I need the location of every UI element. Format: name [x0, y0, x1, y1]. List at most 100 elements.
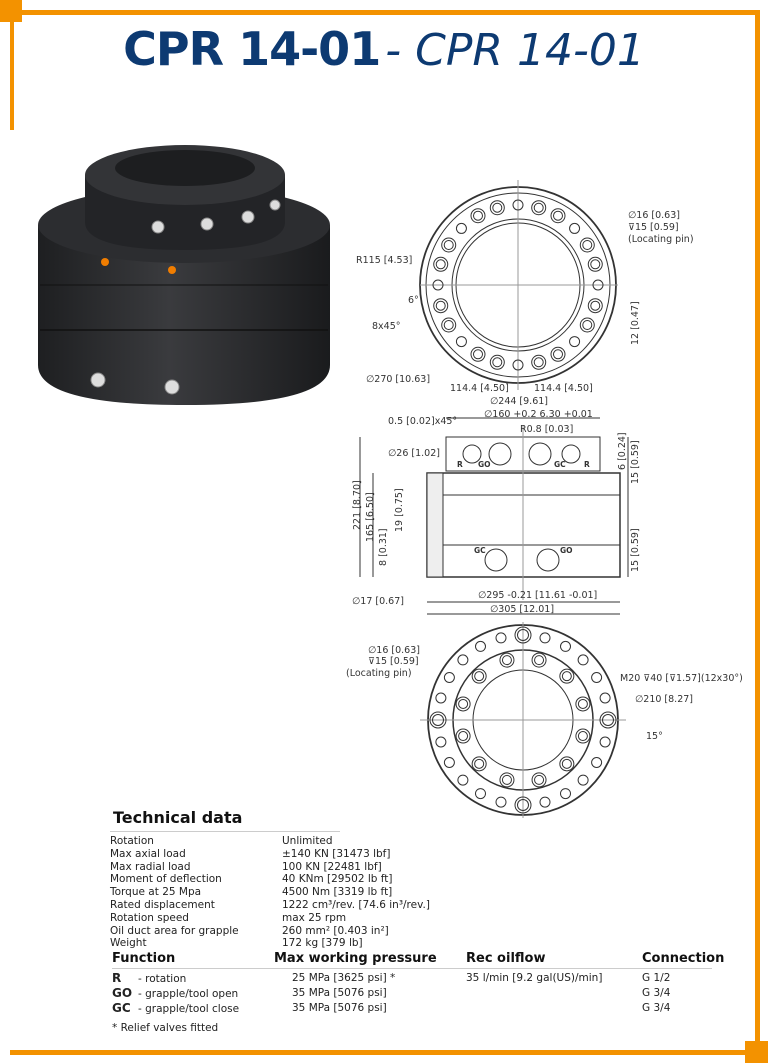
bolt-hole: [443, 757, 455, 768]
bolt-hole: [443, 672, 455, 683]
bolt-hole: [512, 199, 524, 211]
dim-label: ∅26 [1.02]: [388, 448, 440, 459]
dim-label: M20 ⊽40 [⊽1.57](12x30°): [620, 673, 743, 684]
dim-label: 19 [0.75]: [394, 488, 405, 532]
function-desc: - rotation: [138, 973, 187, 985]
bolt-hole: [495, 796, 507, 808]
threaded-hole: [471, 668, 487, 684]
spec-value: 100 KN [22481 lbf]: [282, 860, 382, 873]
spec-value: 260 mm² [0.403 in²]: [282, 924, 389, 937]
bolt-hole: [602, 714, 614, 726]
bottom-view-drawing: [420, 622, 626, 818]
column-header: Rec oilflow: [466, 951, 546, 966]
spec-label: Torque at 25 Mpa: [110, 886, 202, 899]
bolt-hole: [577, 774, 589, 786]
threaded-hole: [534, 774, 545, 785]
port-label: GO: [560, 546, 573, 555]
bolt-hole: [582, 320, 593, 330]
dim-label: ∅160 +0.2 6.30 +0.01: [484, 409, 593, 420]
bolt-hole: [495, 632, 507, 644]
bolt-hole: [550, 346, 566, 362]
port-label: GC: [554, 460, 566, 469]
pressure: 35 MPa [5076 psi]: [292, 1002, 387, 1014]
port-label: R: [584, 460, 590, 469]
spec-value: 4500 Nm [3319 lb ft]: [282, 886, 393, 899]
threaded-hole: [575, 728, 591, 744]
bolt-hole: [533, 357, 544, 368]
dim-label: 0.5 [0.02]x45°: [388, 416, 457, 427]
dim-label: ∅16 [0.63]: [628, 210, 680, 221]
dim-label: ∅305 [12.01]: [490, 604, 554, 615]
threaded-hole: [455, 728, 471, 744]
dim-label: (Locating pin): [346, 668, 412, 679]
oilflow: [466, 1001, 642, 1016]
dim-label: ∅210 [8.27]: [635, 694, 693, 705]
spec-row: Torque at 25 Mpa 4500 Nm [3319 lb ft]: [110, 886, 630, 899]
dim-label: ∅244 [9.61]: [490, 396, 548, 407]
spec-label: Rotation: [110, 835, 154, 847]
divider: [110, 831, 340, 832]
dim-label: 15 [0.59]: [630, 440, 641, 484]
frame-border: [10, 10, 14, 130]
bolt-hole: [591, 672, 603, 683]
bolt-hole: [473, 210, 483, 221]
bolt-hole: [531, 200, 547, 216]
bolt-hole: [591, 757, 603, 768]
threaded-hole: [501, 774, 512, 785]
bolt-hole: [577, 654, 589, 666]
oilflow: [466, 986, 642, 1001]
bolt-hole: [582, 240, 593, 250]
dim-label: 165 [6.50]: [365, 492, 376, 542]
top-view-drawing: [419, 180, 618, 390]
bolt-hole: [531, 354, 547, 370]
threaded-hole: [455, 696, 471, 712]
dim-label: ∅295 -0.21 [11.61 -0.01]: [478, 590, 597, 601]
bolt-hole: [569, 222, 581, 234]
spec-row: Max axial load±140 KN [31473 lbf]: [110, 848, 630, 861]
bolt-hole: [475, 788, 486, 800]
bolt-hole: [587, 256, 603, 272]
bolt-hole: [553, 349, 563, 360]
spec-label: Moment of deflection: [110, 873, 222, 886]
dim-label: 114.4 [4.50]: [450, 383, 509, 394]
dim-label: ⊽15 [0.59]: [368, 656, 419, 667]
frame-corner: [745, 1041, 768, 1063]
function-code: GC: [112, 1001, 131, 1015]
threaded-hole: [561, 671, 572, 682]
threaded-hole: [474, 758, 485, 769]
function-desc: - grapple/tool close: [138, 1003, 240, 1015]
title-italic: - CPR 14-01: [385, 25, 645, 76]
connection: G 1/2: [642, 972, 671, 984]
pressure: 35 MPa [5076 psi]: [292, 987, 387, 999]
bolt-hole: [599, 692, 611, 704]
dim-label: ∅270 [10.63]: [366, 374, 430, 385]
frame-border: [755, 10, 760, 1055]
bolt-hole: [514, 796, 532, 814]
dim-label: R0.8 [0.03]: [520, 424, 573, 435]
threaded-hole: [559, 668, 575, 684]
column-header: Function: [112, 951, 176, 966]
bolt-hole: [560, 788, 571, 800]
dim-label: ∅16 [0.63]: [368, 645, 420, 656]
bolt-hole: [489, 354, 505, 370]
threaded-hole: [534, 655, 545, 666]
bolt-hole: [517, 629, 529, 641]
spec-value: ±140 KN [31473 lbf]: [282, 847, 391, 860]
bolt-hole: [590, 259, 601, 270]
bolt-hole: [443, 320, 454, 330]
spec-value: 172 kg [379 lb]: [282, 937, 363, 950]
dim-label: 12 [0.47]: [630, 301, 641, 345]
threaded-hole: [474, 671, 485, 682]
spec-label: Rotation speed: [110, 911, 189, 924]
threaded-hole: [575, 696, 591, 712]
side-view-drawing: [359, 417, 629, 615]
dim-label: ⊽15 [0.59]: [628, 222, 679, 233]
bolt-hole: [470, 346, 486, 362]
dim-label: R115 [4.53]: [356, 255, 412, 266]
threaded-hole: [458, 698, 469, 709]
